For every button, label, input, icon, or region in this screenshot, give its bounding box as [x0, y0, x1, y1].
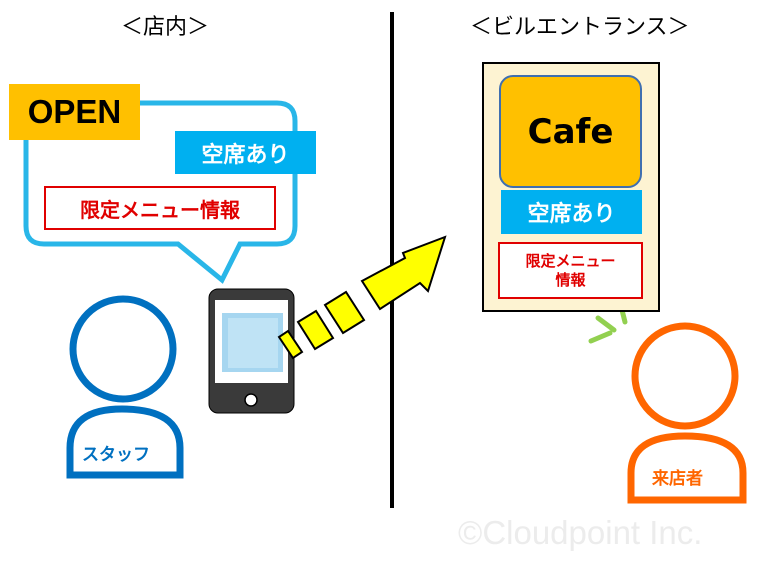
limited-menu-line2: 情報	[555, 270, 586, 289]
limited-menu-entrance: 限定メニュー 情報	[498, 242, 643, 299]
vacancy-badge-entrance: 空席あり	[501, 190, 642, 234]
store-inside-heading: ＜店内＞	[121, 15, 210, 40]
open-sign: OPEN	[9, 84, 140, 140]
staff-person-icon	[66, 295, 184, 479]
limited-menu-line1: 限定メニュー	[525, 251, 616, 270]
divider-line	[390, 12, 394, 508]
vacancy-badge-store: 空席あり	[175, 131, 316, 174]
cafe-sign: Cafe	[499, 75, 642, 188]
staff-label: スタッフ	[82, 445, 150, 465]
visitor-label: 来店者	[652, 469, 703, 489]
copyright-watermark: ©Cloudpoint Inc.	[458, 514, 703, 551]
visitor-person-icon	[627, 322, 747, 504]
limited-menu-store: 限定メニュー情報	[44, 186, 276, 230]
entrance-heading: ＜ビルエントランス＞	[470, 15, 690, 40]
smartphone-icon	[208, 288, 295, 414]
dashed-arrow	[277, 235, 447, 360]
